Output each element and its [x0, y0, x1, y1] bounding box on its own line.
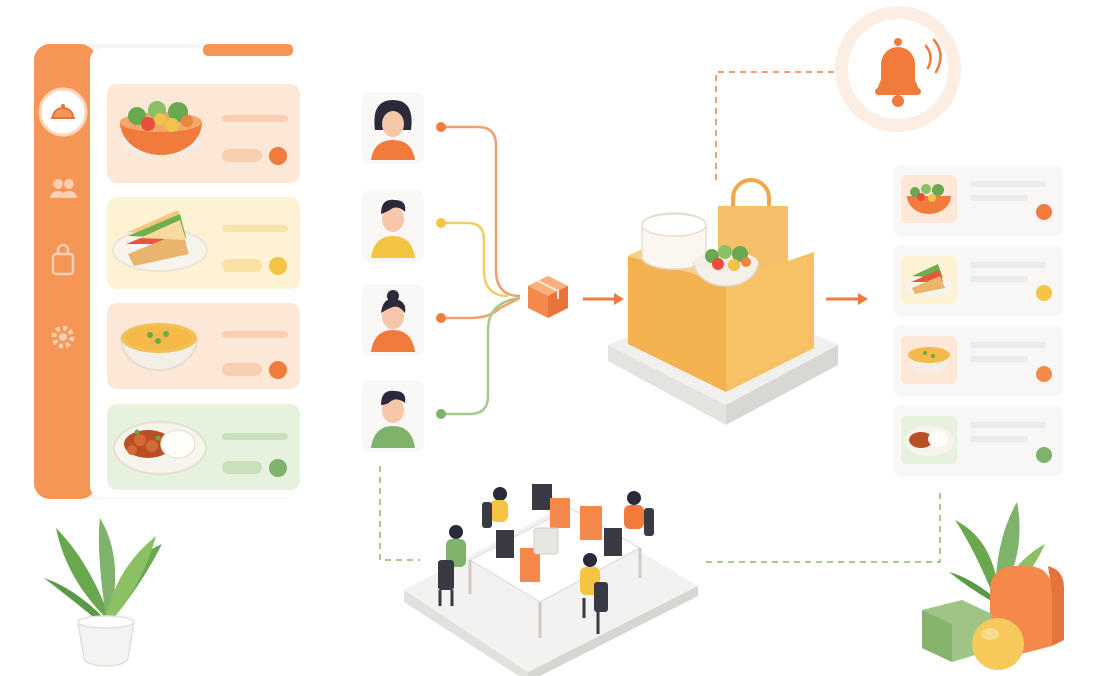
- order-text-line: [970, 262, 1046, 268]
- card-text-line: [222, 225, 288, 232]
- menu-card[interactable]: [107, 197, 300, 289]
- order-row[interactable]: [893, 406, 1063, 476]
- sidebar: [34, 44, 96, 499]
- card-price-pill: [222, 259, 262, 272]
- order-text-line: [970, 195, 1028, 201]
- app-panel: [34, 44, 304, 499]
- bell-icon[interactable]: [835, 6, 961, 132]
- gear-icon[interactable]: [51, 325, 75, 349]
- worker: [482, 487, 508, 528]
- woman-long-hair-icon: [362, 92, 424, 164]
- order-text-line: [970, 276, 1028, 282]
- status-dot: [269, 459, 287, 477]
- order-list: [893, 166, 1063, 476]
- sandwich-icon: [112, 210, 208, 272]
- package-icon: [528, 276, 568, 318]
- worker: [624, 491, 654, 536]
- plant-and-shapes-icon: [922, 502, 1064, 670]
- card-price-pill: [222, 149, 262, 162]
- cloche-icon[interactable]: [38, 87, 88, 137]
- menu-card[interactable]: [107, 84, 300, 183]
- arrow-icon: [583, 293, 624, 305]
- status-dot: [1036, 204, 1052, 220]
- man-icon: [362, 380, 424, 452]
- order-text-line: [970, 436, 1028, 442]
- dashed-connector: [715, 71, 834, 180]
- card-text-line: [222, 115, 288, 122]
- soup-bowl-icon: [119, 323, 199, 371]
- worker: [438, 525, 466, 606]
- worker: [580, 553, 608, 634]
- order-row[interactable]: [893, 166, 1063, 236]
- office-team-icon: [404, 484, 698, 676]
- order-text-line: [970, 181, 1046, 187]
- curry-rice-icon: [904, 426, 954, 456]
- connector-lines: [441, 125, 521, 416]
- curry-rice-icon: [113, 421, 207, 475]
- card-price-pill: [222, 461, 262, 474]
- shopping-bag-icon[interactable]: [51, 243, 75, 276]
- status-dot: [1036, 447, 1052, 463]
- card-text-line: [222, 433, 288, 440]
- menu-card[interactable]: [107, 303, 300, 389]
- soup-bowl-icon: [908, 347, 950, 373]
- dashed-connector: [706, 490, 941, 563]
- panel-tab-accent: [203, 44, 293, 56]
- arrow-icon: [826, 293, 868, 305]
- salad-bowl-icon: [907, 184, 951, 214]
- woman-bun-hair-icon: [362, 284, 424, 356]
- status-dot: [269, 147, 287, 165]
- order-text-line: [970, 356, 1028, 362]
- menu-card[interactable]: [107, 404, 300, 490]
- delivery-box-icon: [608, 178, 838, 425]
- order-text-line: [970, 422, 1046, 428]
- status-dot: [269, 361, 287, 379]
- users-icon[interactable]: [50, 179, 77, 198]
- connector-dots: [436, 122, 446, 419]
- card-text-line: [222, 331, 288, 338]
- order-row[interactable]: [893, 246, 1063, 316]
- status-dot: [269, 257, 287, 275]
- sandwich-icon: [905, 264, 953, 297]
- dashed-connector: [379, 466, 420, 561]
- man-short-hair-icon: [362, 190, 424, 262]
- status-dot: [1036, 366, 1052, 382]
- salad-bowl-icon: [120, 101, 202, 156]
- card-price-pill: [222, 363, 262, 376]
- order-text-line: [970, 342, 1046, 348]
- potted-plant-icon: [44, 518, 162, 667]
- order-row[interactable]: [893, 326, 1063, 396]
- status-dot: [1036, 285, 1052, 301]
